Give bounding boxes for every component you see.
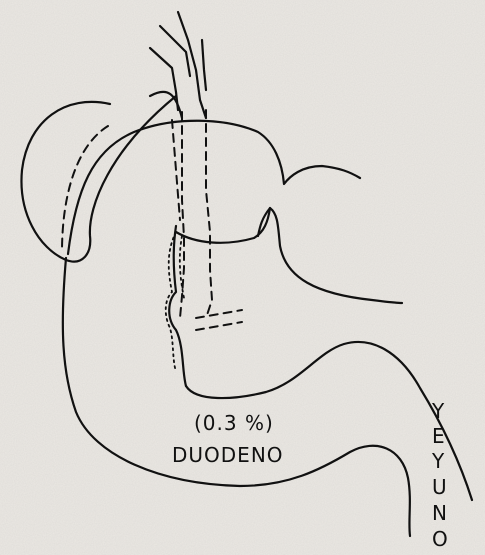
duodeno-label: DUODENO xyxy=(172,443,284,467)
percentage-label: (0.3 %) xyxy=(194,411,274,435)
yeyuno-letter: Y xyxy=(431,399,445,423)
yeyuno-letter: E xyxy=(432,424,445,448)
yeyuno-letter: U xyxy=(432,475,447,499)
yeyuno-letter: O xyxy=(432,527,448,551)
yeyuno-letter: N xyxy=(432,501,447,525)
yeyuno-letter: Y xyxy=(431,449,445,473)
